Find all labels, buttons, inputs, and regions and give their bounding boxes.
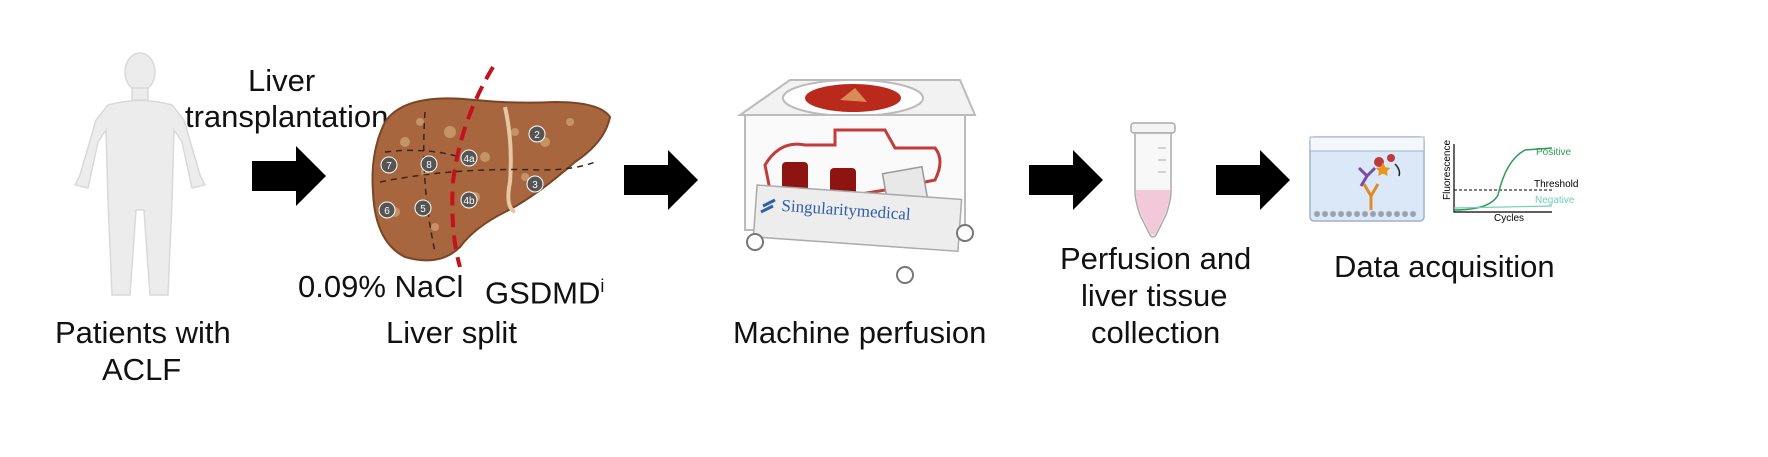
segment-label: 2 (534, 130, 540, 141)
tube-icon (1130, 122, 1176, 238)
positive-curve (1453, 147, 1553, 211)
collection-label-line1: Perfusion and (1060, 241, 1252, 276)
collection-label-line2: liver tissue (1081, 278, 1228, 313)
liver-split-label: Liver split (386, 315, 517, 350)
nacl-label: 0.09% NaCl (298, 269, 464, 304)
plot-positive-label: Positive (1536, 147, 1571, 158)
segment-label: 7 (386, 161, 392, 172)
patients-label-line1: Patients with (55, 315, 231, 350)
transplant-label-line2: transplantation (185, 99, 389, 134)
transplant-label-line1: Liver (248, 63, 316, 98)
segment-label: 3 (532, 180, 538, 191)
machine-perfusion-label: Machine perfusion (733, 315, 987, 350)
segment-label: 6 (384, 206, 390, 217)
arrow-icon (1029, 150, 1103, 210)
arrow-icon (252, 146, 326, 206)
gsdmd-superscript: i (600, 276, 605, 296)
segment-label: 8 (426, 160, 432, 171)
perfusion-machine-illustration: Singularitymedical (736, 79, 977, 284)
plot-ylabel: Fluorescence (1442, 140, 1453, 200)
arrow-icon (1216, 150, 1290, 210)
plot-negative-label: Negative (1535, 195, 1575, 206)
assay-well-illustration (1309, 136, 1425, 222)
liver-illustration: 7 8 4a 2 6 5 4b 3 (371, 65, 612, 268)
negative-curve (1453, 205, 1553, 209)
cut-line (450, 65, 495, 268)
human-silhouette-icon (73, 52, 207, 296)
gsdmd-text: GSDMD (485, 275, 601, 311)
segment-label: 4a (463, 154, 475, 165)
plot-threshold-label: Threshold (1534, 179, 1578, 190)
gsdmd-label: GSDMDi (485, 268, 604, 311)
data-acquisition-label: Data acquisition (1334, 249, 1555, 284)
segment-label: 4b (463, 196, 475, 207)
collection-label-line3: collection (1091, 315, 1221, 350)
plot-xlabel: Cycles (1494, 213, 1524, 224)
arrow-icon (624, 150, 698, 210)
amplification-plot: Fluorescence Cycles Positive Threshold N… (1442, 140, 1578, 224)
segment-label: 5 (420, 204, 426, 215)
patients-label-line2: ACLF (102, 352, 182, 387)
